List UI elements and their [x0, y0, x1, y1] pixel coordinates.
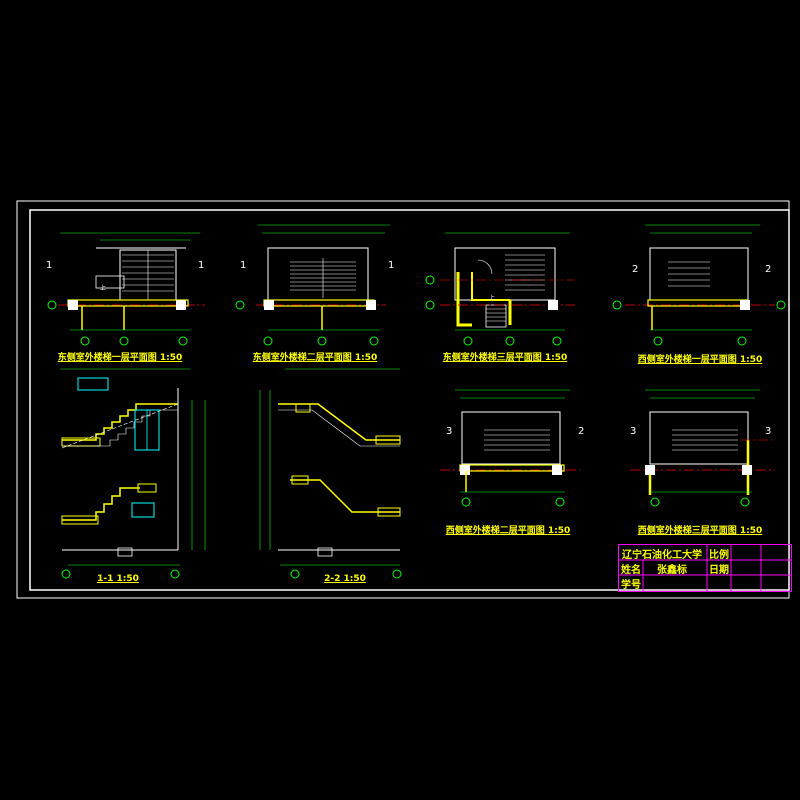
svg-text:1: 1: [388, 260, 394, 271]
svg-text:2: 2: [765, 264, 771, 275]
plan-title-east-2: 东侧室外楼梯二层平面图 1:50: [252, 353, 378, 363]
name-label: 姓名: [621, 565, 641, 576]
section-1-1: [60, 368, 206, 579]
section-2-2: [259, 368, 402, 579]
outer-frame: [16, 200, 790, 599]
plan-east-2: 1 1: [235, 224, 394, 346]
svg-text:上: 上: [100, 284, 106, 292]
svg-text:上: 上: [489, 294, 495, 302]
school-name: 辽宁石油化工大学: [622, 550, 702, 561]
plan-title-west-2: 西侧室外楼梯二层平面图 1:50: [445, 526, 571, 536]
plan-west-1: 2 2: [612, 224, 786, 346]
plan-west-3: 3 3: [630, 389, 775, 507]
plan-east-3: 上: [425, 232, 575, 346]
plan-title-east-1: 东侧室外楼梯一层平面图 1:50: [57, 353, 183, 363]
title-block: 辽宁石油化工大学 比例 姓名 张鑫标 日期 学号: [618, 544, 792, 592]
svg-text:2: 2: [578, 426, 584, 437]
plan-west-2: 3 2: [440, 389, 584, 507]
plan-title-west-1: 西侧室外楼梯一层平面图 1:50: [637, 355, 763, 365]
svg-text:3: 3: [630, 426, 636, 437]
svg-text:1: 1: [240, 260, 246, 271]
svg-text:2: 2: [632, 264, 638, 275]
section-title-1-1: 1-1 1:50: [97, 574, 139, 584]
plan-east-1: 1 1 上: [46, 232, 205, 346]
id-label: 学号: [621, 580, 641, 591]
date-label: 日期: [709, 565, 729, 576]
plan-title-west-3: 西侧室外楼梯三层平面图 1:50: [637, 526, 763, 536]
scale-label: 比例: [709, 550, 729, 561]
svg-text:3: 3: [446, 426, 452, 437]
svg-text:1: 1: [198, 260, 204, 271]
inner-frame: [29, 209, 790, 591]
section-title-2-2: 2-2 1:50: [324, 574, 366, 584]
name-value: 张鑫标: [657, 565, 687, 576]
svg-text:1: 1: [46, 260, 52, 271]
title-block-grid: [619, 545, 791, 591]
svg-text:3: 3: [765, 426, 771, 437]
plan-title-east-3: 东侧室外楼梯三层平面图 1:50: [442, 353, 568, 363]
